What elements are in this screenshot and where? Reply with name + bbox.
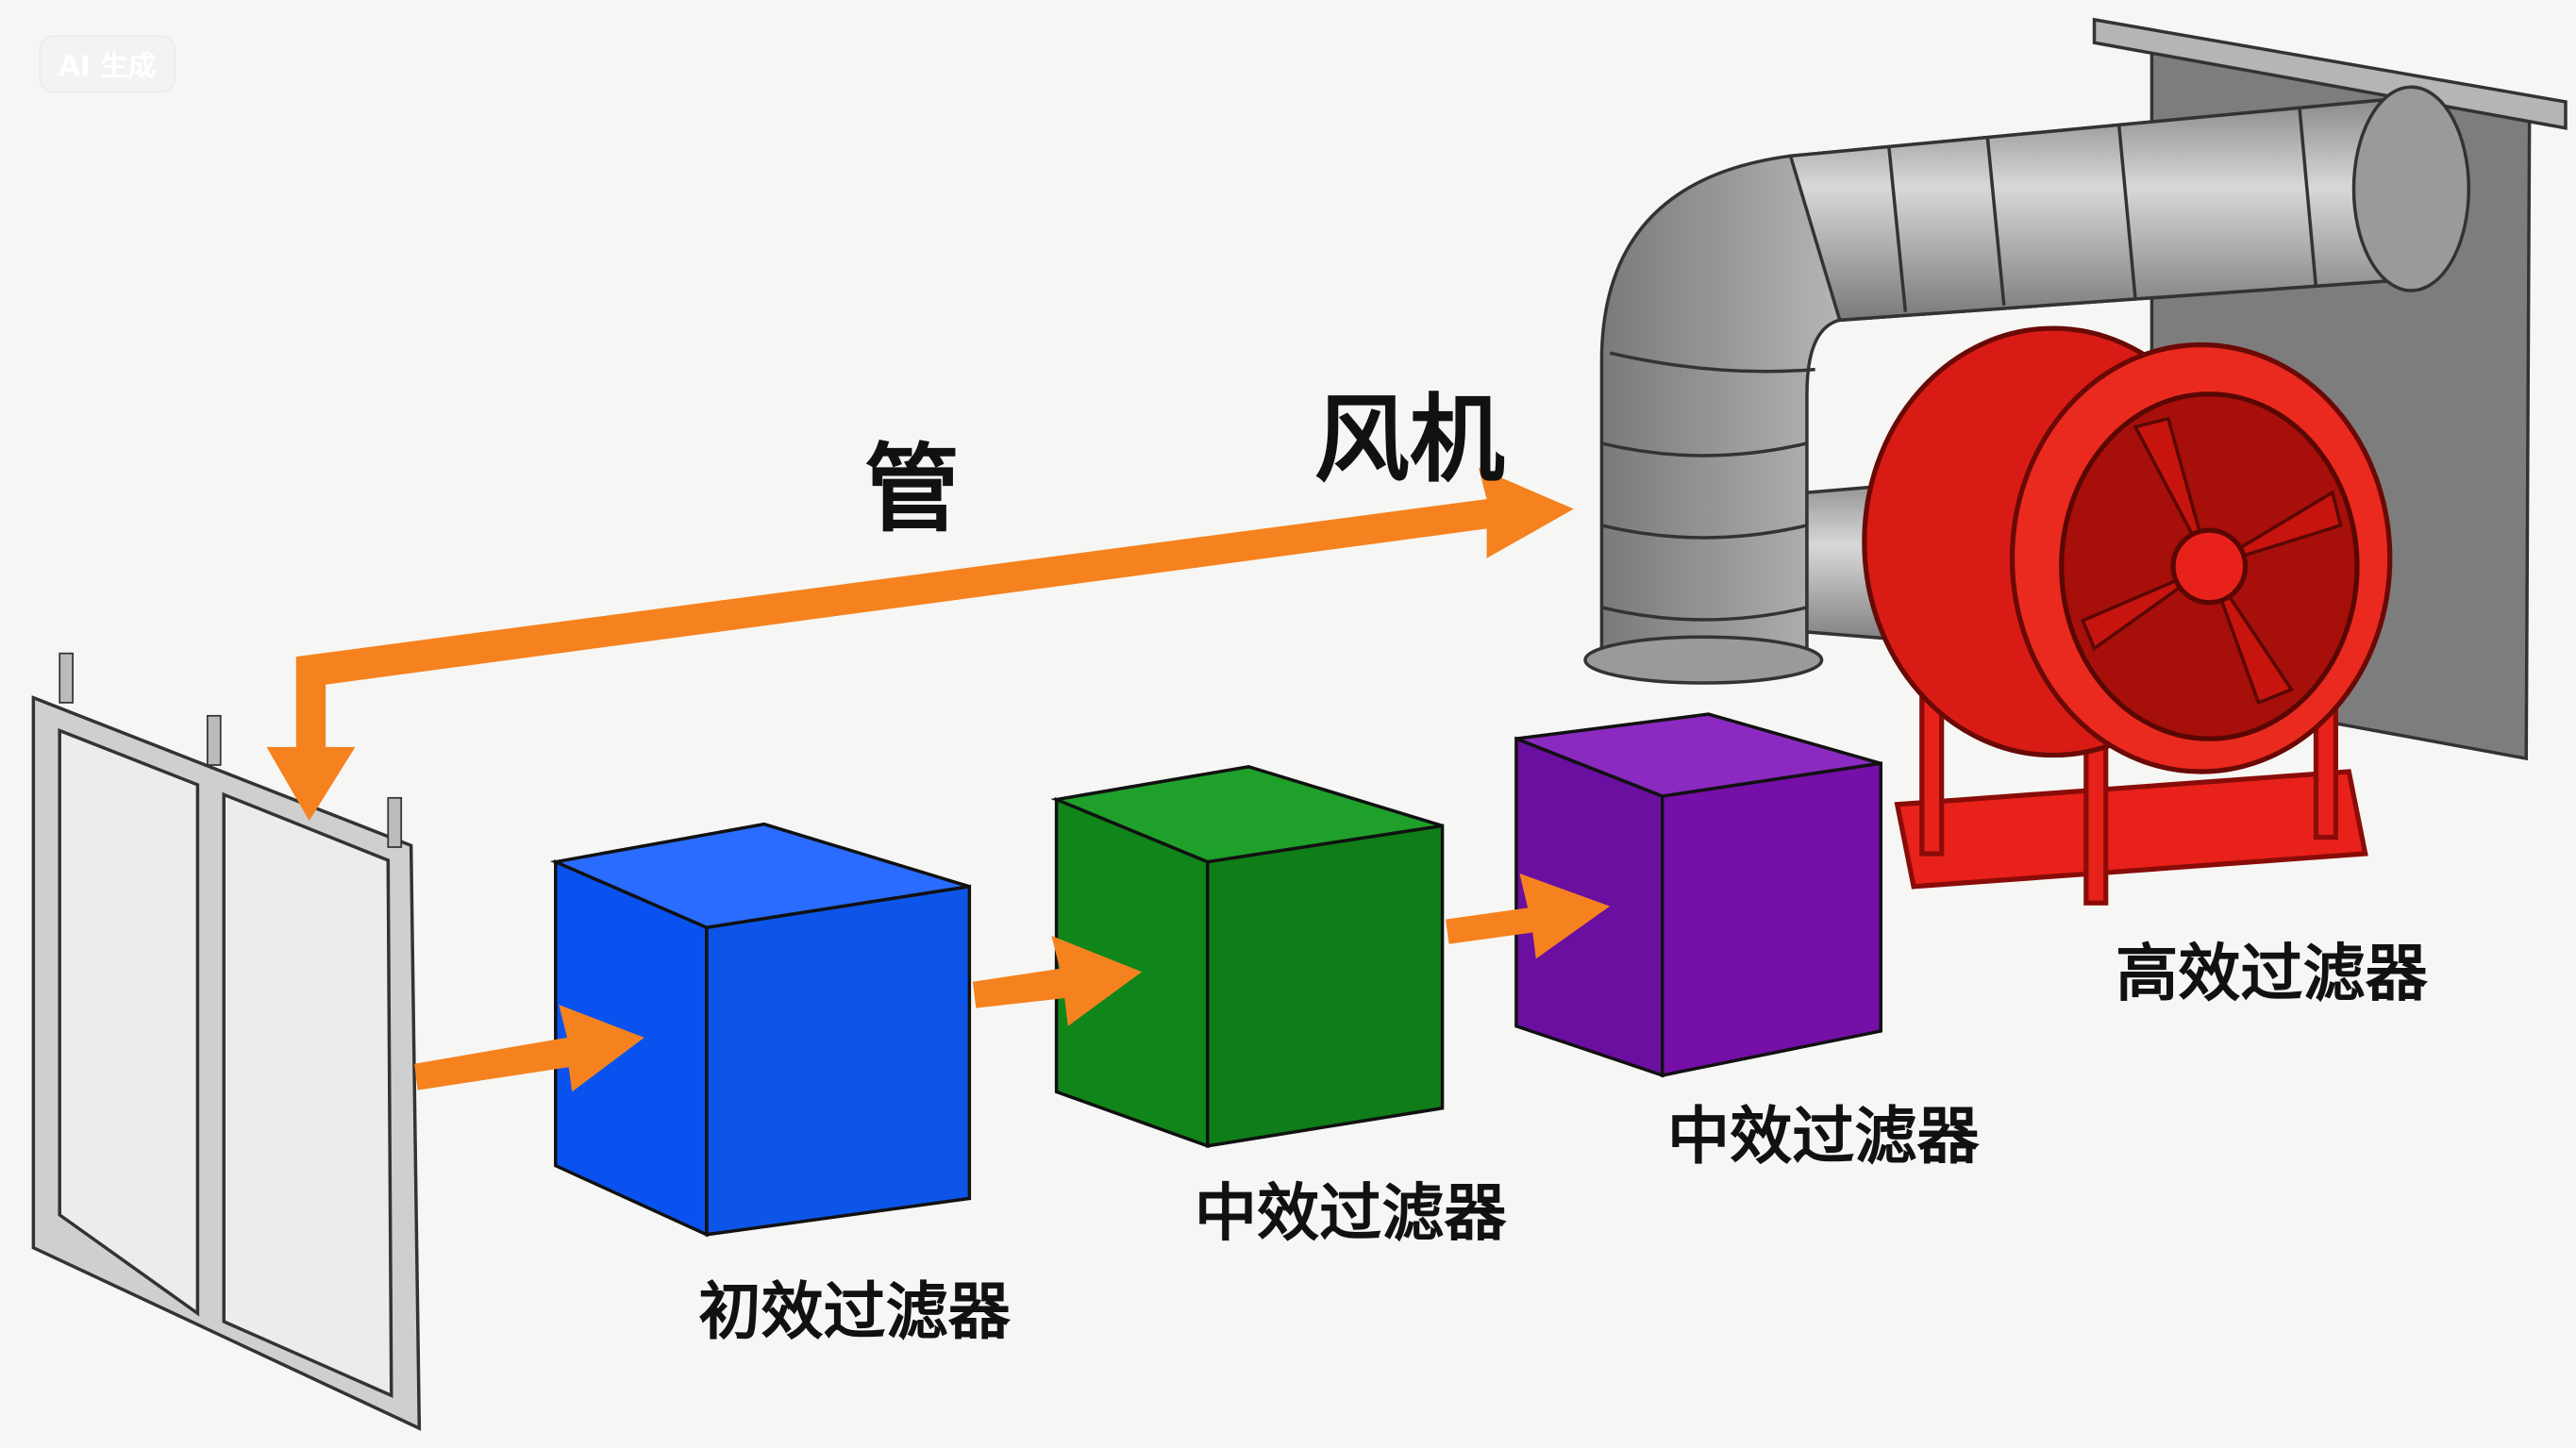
medium-filter-1-label: 中效过滤器 [1195,1177,1507,1250]
primary-filter-label: 初效过滤器 [698,1275,1011,1348]
duct-label: 管 [864,433,960,544]
return-arrow-icon [266,468,1574,822]
primary-filter-cube [549,822,972,1238]
fan [1862,325,2393,906]
ai-watermark: AI 生成 [39,35,176,93]
medium-filter-2-label: 中效过滤器 [1667,1100,1980,1173]
arrow-icon [972,936,1143,1026]
airflow-arrows [266,468,1611,1092]
fan-label: 风机 [1314,384,1505,495]
air-inlet-frame [31,652,422,1431]
medium-filter-1-cube [1050,764,1445,1149]
arrow-icon [1446,873,1611,959]
hepa-filter-label: 高效过滤器 [2116,938,2428,1010]
duct [1583,85,2471,685]
arrow-icon [414,1005,644,1092]
watermark-text: AI 生成 [59,50,156,82]
medium-filter-2-cube [1514,712,1883,1078]
